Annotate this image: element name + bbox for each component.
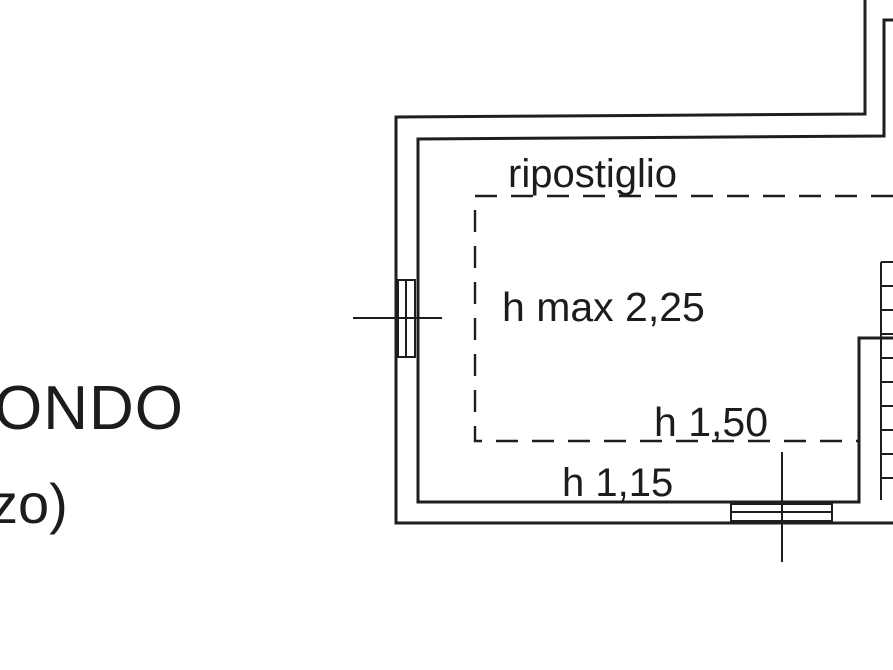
- height-mid-label: h 1,50: [654, 399, 768, 445]
- floor-title-fragment: ONDO: [0, 374, 184, 443]
- inner-wall: [416, 18, 893, 504]
- floor-subtitle-fragment: zo): [0, 472, 68, 535]
- height-limit-dashed-line: [473, 194, 893, 443]
- room-name-label: ripostiglio: [508, 152, 677, 196]
- max-height-label: h max 2,25: [502, 284, 705, 330]
- outer-wall: [394, 0, 893, 525]
- height-min-label: h 1,15: [562, 461, 674, 505]
- stair: [880, 261, 893, 500]
